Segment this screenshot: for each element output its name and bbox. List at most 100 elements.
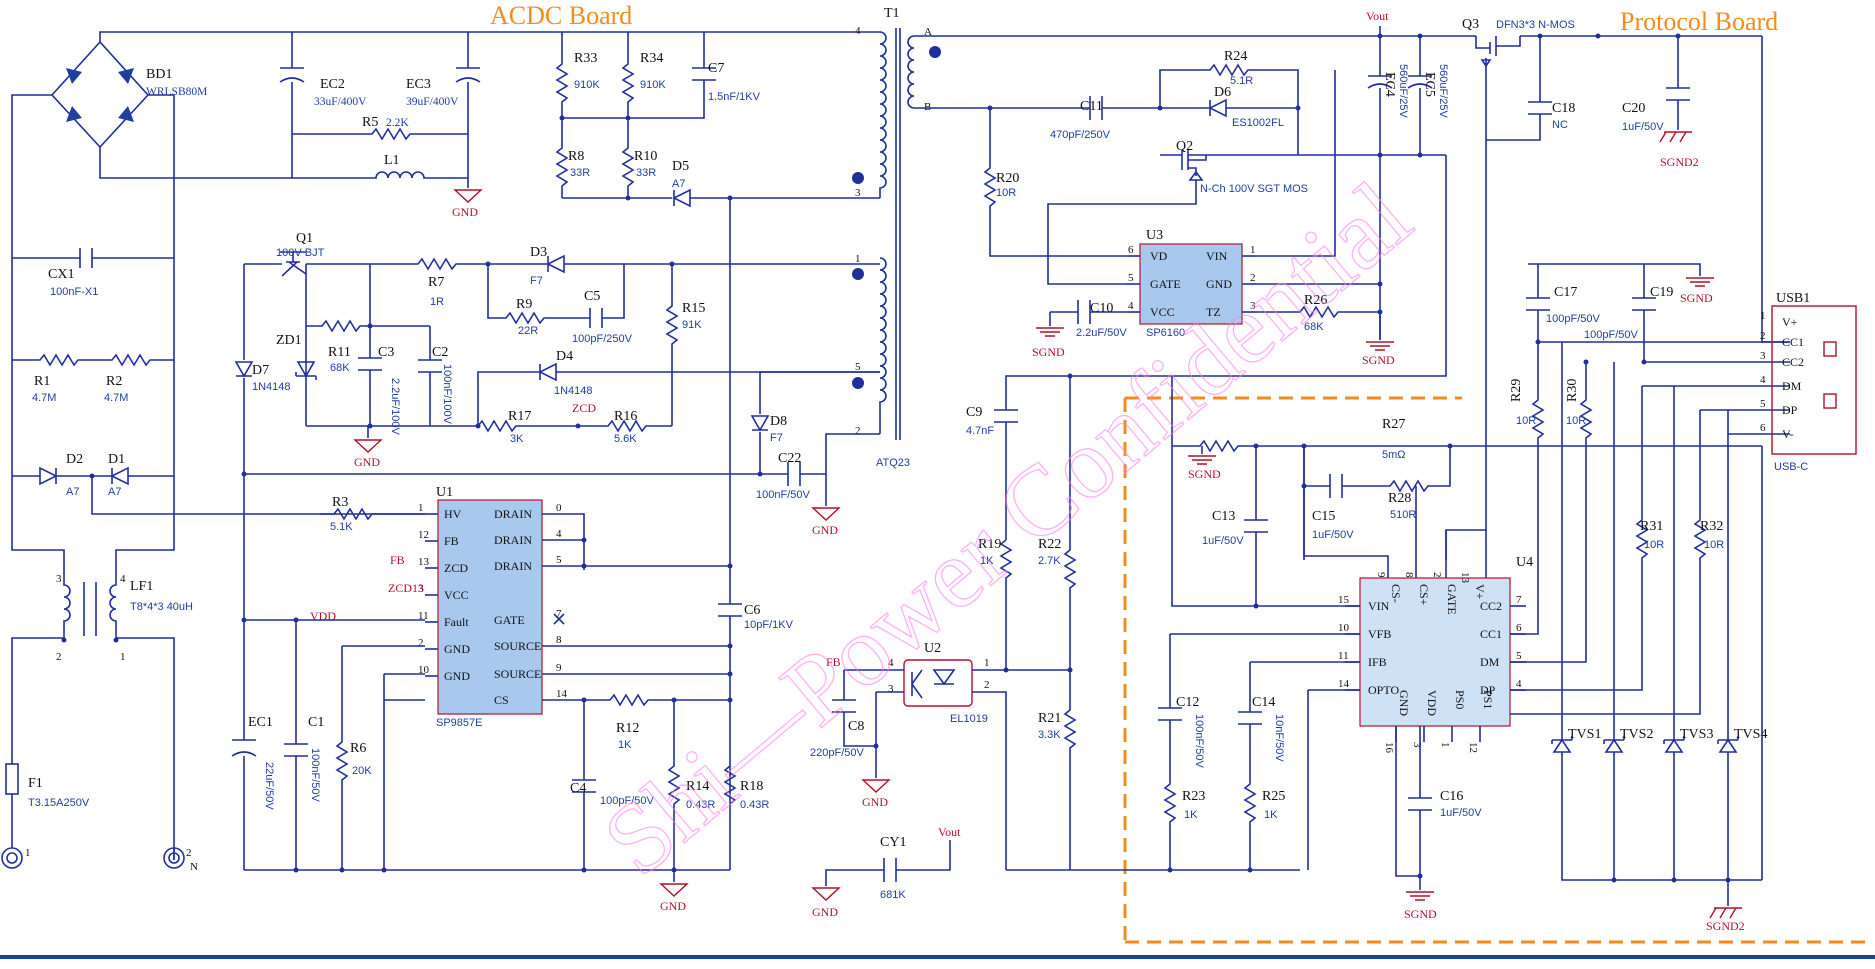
- c15-ref: C15: [1312, 509, 1335, 524]
- u3-pin-vin: VIN: [1206, 249, 1228, 263]
- usb1-pin-cc1: CC1: [1782, 335, 1804, 349]
- protocol-board-title: Protocol Board: [1620, 7, 1778, 36]
- u3-pin-num: 2: [1250, 272, 1256, 284]
- l1-ref: L1: [384, 153, 400, 168]
- svg-text:B: B: [924, 101, 931, 113]
- d5-value: A7: [672, 178, 685, 190]
- r10-ref: R10: [634, 149, 657, 164]
- q3-value: DFN3*3 N-MOS: [1496, 19, 1575, 31]
- r11-value: 68K: [330, 362, 350, 374]
- terminal-n: N: [190, 861, 198, 873]
- u4-pin-num: 11: [1338, 650, 1349, 662]
- c7-value: 1.5nF/1KV: [708, 91, 761, 103]
- d8-ref: D8: [770, 414, 787, 429]
- c8-ref: C8: [848, 719, 864, 734]
- r14-value: 0.43R: [686, 799, 715, 811]
- transformer-t1: T1 A B 4 3 1 5 2 ATQ23: [852, 6, 941, 469]
- u1-pin-drain: DRAIN: [494, 533, 532, 547]
- ec5-value: 560uF/25V: [1437, 64, 1449, 118]
- r34-value: 910K: [640, 79, 666, 91]
- r25-ref: R25: [1262, 789, 1285, 804]
- fb-net-label: FB: [826, 655, 841, 669]
- u4-pin-cc1: CC1: [1480, 627, 1502, 641]
- gnd-label-6: GND: [812, 905, 838, 919]
- r29-value: 10R: [1516, 415, 1536, 427]
- t1-ref: T1: [884, 6, 900, 21]
- u1-pin-gnd: GND: [444, 669, 470, 683]
- c10-ref: C10: [1090, 301, 1113, 316]
- r28-ref: R28: [1388, 491, 1411, 506]
- r19-ref: R19: [978, 537, 1001, 552]
- c14-ref: C14: [1252, 695, 1275, 710]
- gnd-label-4: GND: [660, 899, 686, 913]
- protocol-board-boundary: [1123, 396, 1870, 944]
- r30-ref: R30: [1565, 379, 1580, 402]
- svg-text:2: 2: [56, 651, 62, 663]
- u4-pin-cs+: CS+: [1417, 584, 1431, 606]
- r33-ref: R33: [574, 51, 597, 66]
- u4-pin-ps0: PS0: [1453, 690, 1467, 709]
- usb1-pin-num: 6: [1760, 422, 1766, 434]
- r16-value: 5.6K: [614, 433, 637, 445]
- d6-ref: D6: [1214, 85, 1231, 100]
- cy1-value: 681K: [880, 889, 906, 901]
- c3-ref: C3: [378, 345, 394, 360]
- usb1-connector: USB1 USB-C: [1771, 291, 1857, 473]
- r5-value: 2.2K: [386, 117, 409, 129]
- sgnd-label: SGND: [1032, 345, 1065, 359]
- vout-label-2: Vout: [938, 825, 961, 839]
- c9-ref: C9: [966, 405, 982, 420]
- u1-pin-num: 13: [418, 556, 430, 568]
- d4-ref: D4: [556, 349, 573, 364]
- u4-pin-num: 7: [1516, 594, 1522, 606]
- u4-pin-num: 2: [1431, 572, 1443, 578]
- c18-ref: C18: [1552, 101, 1575, 116]
- u4-pin-opto: OPTO: [1368, 683, 1399, 697]
- bd1-ref: BD1: [146, 67, 172, 82]
- r16-ref: R16: [614, 409, 637, 424]
- u1-pin-drain: DRAIN: [494, 507, 532, 521]
- gnd-label: GND: [452, 205, 478, 219]
- c20-value: 1uF/50V: [1622, 121, 1664, 133]
- c4-ref: C4: [570, 781, 586, 796]
- r15-ref: R15: [682, 301, 705, 316]
- tvs3-ref: TVS3: [1680, 727, 1713, 742]
- u1-pin-num: 7: [556, 608, 562, 620]
- r30-value: 10R: [1566, 415, 1586, 427]
- r15-value: 91K: [682, 319, 702, 331]
- c2-value: 100nF/100V: [441, 364, 453, 425]
- r1-ref: R1: [34, 374, 50, 389]
- r33-value: 910K: [574, 79, 600, 91]
- r27-value: 5mΩ: [1382, 449, 1406, 461]
- u4-protocol-ic: U4: [1359, 555, 1533, 727]
- r24-value: 5.1R: [1230, 75, 1253, 87]
- u4-pin-num: 13: [1459, 572, 1471, 584]
- r31-ref: R31: [1640, 519, 1663, 534]
- u3-ref: U3: [1146, 228, 1163, 243]
- r14-ref: R14: [686, 779, 709, 794]
- c8-value: 220pF/50V: [810, 747, 864, 759]
- usb1-value: USB-C: [1774, 461, 1808, 473]
- ec4-value: 560uF/25V: [1397, 64, 1409, 118]
- u1-pin-num: 12: [418, 529, 429, 541]
- u1-pin-num: 4: [556, 528, 562, 540]
- ec2-ref: EC2: [320, 77, 345, 92]
- u1-value: SP9857E: [436, 717, 482, 729]
- svg-text:1: 1: [984, 657, 990, 669]
- u1-pin-num: 10: [418, 664, 430, 676]
- c16-value: 1uF/50V: [1440, 807, 1482, 819]
- c19-value: 100pF/50V: [1584, 329, 1638, 341]
- d1-value: A7: [108, 486, 121, 498]
- r31-value: 10R: [1644, 539, 1664, 551]
- svg-text:2: 2: [984, 679, 990, 691]
- r27-ref: R27: [1382, 417, 1405, 432]
- ec4-ref: EC4: [1382, 72, 1397, 97]
- u3-pin-num: 1: [1250, 244, 1256, 256]
- svg-text:2: 2: [855, 425, 861, 437]
- d7-ref: D7: [252, 363, 269, 378]
- u2-value: EL1019: [950, 713, 988, 725]
- c1-ref: C1: [308, 715, 324, 730]
- u4-pin-vin: VIN: [1368, 599, 1390, 613]
- r24-ref: R24: [1224, 49, 1247, 64]
- svg-text:4: 4: [855, 25, 861, 37]
